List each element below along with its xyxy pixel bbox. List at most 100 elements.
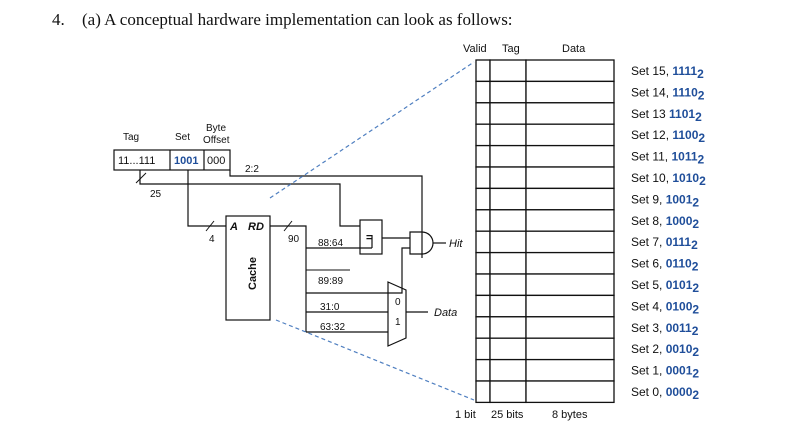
- tag-cell: [489, 187, 527, 211]
- tag-field-header: Tag: [123, 132, 139, 143]
- array-row: [475, 187, 615, 211]
- cache-label: Cache: [247, 257, 259, 290]
- data-cell: [525, 251, 615, 275]
- rd-width-slash: [283, 220, 293, 232]
- question-text: (a) A conceptual hardware implementation…: [82, 10, 513, 29]
- array-row: [475, 144, 615, 168]
- data-width-label: 8 bytes: [552, 409, 588, 421]
- data-cell: [525, 358, 615, 382]
- comparator-box: [359, 219, 383, 255]
- tag-cell: [489, 123, 527, 147]
- valid-cell: [475, 251, 491, 275]
- tag-cell: [489, 102, 527, 125]
- tag-width-slash: [135, 172, 147, 184]
- offset-select-wire: [229, 170, 423, 258]
- set-label: Set 10, 10102: [631, 171, 706, 188]
- offset-field-header-1: Byte: [206, 123, 226, 134]
- valid-cell: [475, 102, 491, 125]
- array-row: [475, 337, 615, 361]
- data-cell: [525, 316, 615, 339]
- set-label: Set 6, 01102: [631, 257, 699, 274]
- tag-cell: [489, 144, 527, 168]
- rd-bus: [270, 225, 307, 332]
- word0-label: 31:0: [320, 302, 340, 313]
- data-output-label: Data: [434, 307, 457, 319]
- valid-cell: [475, 316, 491, 339]
- array-row: [475, 273, 615, 297]
- set-value: 1001: [174, 155, 198, 167]
- valid-cell: [475, 230, 491, 254]
- zoom-line-bottom: [275, 319, 475, 401]
- array-row: [475, 123, 615, 147]
- valid-column-header: Valid: [463, 43, 487, 55]
- offset-value: 000: [207, 155, 225, 167]
- set-label: Set 15, 11112: [631, 64, 704, 81]
- set-label: Set 4, 01002: [631, 299, 699, 316]
- valid-cell: [475, 358, 491, 382]
- cache-box: [225, 215, 271, 321]
- tag-width-label: 25: [150, 189, 162, 200]
- valid-cell: [475, 380, 491, 404]
- set-width-label: 4: [209, 234, 215, 245]
- valid-cell: [475, 80, 491, 104]
- tag-cell: [489, 209, 527, 232]
- valid-cell: [475, 59, 491, 83]
- tag-cell: [489, 273, 527, 297]
- valid-cell: [475, 144, 491, 168]
- array-rows: [475, 59, 615, 404]
- comparator-symbol: =: [366, 232, 372, 244]
- data-cell: [525, 187, 615, 211]
- valid-width-label: 1 bit: [455, 409, 476, 421]
- data-cell: [525, 166, 615, 190]
- set-label: Set 7, 01112: [631, 235, 698, 252]
- tag-cell: [489, 166, 527, 190]
- array-row: [475, 316, 615, 339]
- array-row: [475, 80, 615, 104]
- set-label: Set 9, 10012: [631, 192, 699, 209]
- hit-output-label: Hit: [449, 238, 463, 250]
- zoom-line-top: [269, 61, 475, 199]
- comparator: =: [359, 219, 383, 255]
- tag-column-header: Tag: [502, 43, 520, 55]
- and-gate: [409, 231, 434, 255]
- tag-cell: [489, 294, 527, 318]
- set-label: Set 11, 10112: [631, 150, 705, 167]
- data-cell: [525, 102, 615, 125]
- address-box: [113, 149, 231, 171]
- data-mux: [387, 281, 407, 347]
- word1-label: 63:32: [320, 322, 345, 333]
- valid-bit-wire: [306, 247, 410, 294]
- tag-cell: [489, 59, 527, 83]
- set-label: Set 8, 10002: [631, 214, 699, 231]
- array-row: [475, 230, 615, 254]
- data-cell: [525, 123, 615, 147]
- question-number: 4.: [52, 10, 65, 29]
- address-register: Tag Set Byte Offset 11...111 1001 000: [113, 123, 231, 171]
- tag-wire: [139, 170, 360, 227]
- set-label: Set 2, 00102: [631, 342, 699, 359]
- data-cell: [525, 337, 615, 361]
- set-width-slash: [205, 220, 215, 232]
- data-column-header: Data: [562, 43, 586, 55]
- tag-cell: [489, 80, 527, 104]
- offset-field-header-2: Offset: [203, 135, 230, 146]
- data-cell: [525, 209, 615, 232]
- data-cell: [525, 80, 615, 104]
- array-row: [475, 102, 615, 125]
- data-cell: [525, 380, 615, 404]
- set-label: Set 1, 00012: [631, 364, 699, 381]
- valid-cell: [475, 337, 491, 361]
- tag-cell: [489, 230, 527, 254]
- array-row: [475, 251, 615, 275]
- valid-cell: [475, 123, 491, 147]
- rd-width-label: 90: [288, 234, 300, 245]
- data-cell: [525, 230, 615, 254]
- offset-range-label: 2:2: [245, 164, 259, 175]
- tag-cell: [489, 358, 527, 382]
- tag-cell: [489, 337, 527, 361]
- tag-field-label: 88:64: [318, 238, 343, 249]
- set-label: Set 12, 11002: [631, 128, 705, 145]
- data-cell: [525, 59, 615, 83]
- tag-cell: [489, 251, 527, 275]
- set-label: Set 13 11012: [631, 107, 702, 124]
